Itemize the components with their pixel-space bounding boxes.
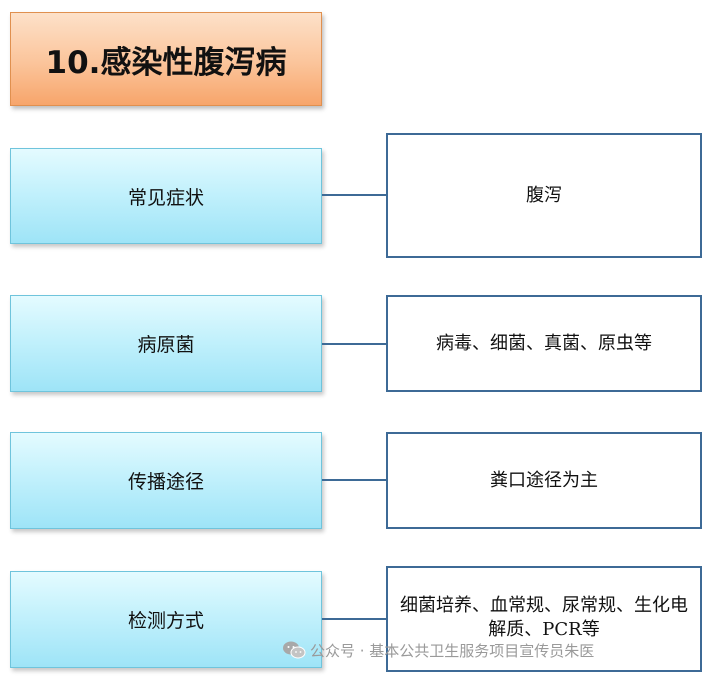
row-label-pathogens: 病原菌 — [10, 295, 322, 392]
connector-line — [322, 343, 386, 345]
watermark-text: 公众号 · 基本公共卫生服务项目宣传员朱医 — [310, 641, 595, 660]
wechat-icon — [282, 640, 306, 660]
connector-line — [322, 618, 386, 620]
diagram-title: 10.感染性腹泻病 — [10, 12, 322, 106]
row-value-transmission: 粪口途径为主 — [386, 432, 702, 529]
row-value-pathogens: 病毒、细菌、真菌、原虫等 — [386, 295, 702, 392]
row-label-symptoms: 常见症状 — [10, 148, 322, 244]
row-label-transmission: 传播途径 — [10, 432, 322, 529]
row-value-detection: 细菌培养、血常规、尿常规、生化电解质、PCR等 — [386, 566, 702, 672]
connector-line — [322, 194, 386, 196]
row-value-symptoms: 腹泻 — [386, 133, 702, 258]
connector-line — [322, 479, 386, 481]
row-label-detection: 检测方式 — [10, 571, 322, 668]
watermark: 公众号 · 基本公共卫生服务项目宣传员朱医 — [282, 638, 594, 662]
